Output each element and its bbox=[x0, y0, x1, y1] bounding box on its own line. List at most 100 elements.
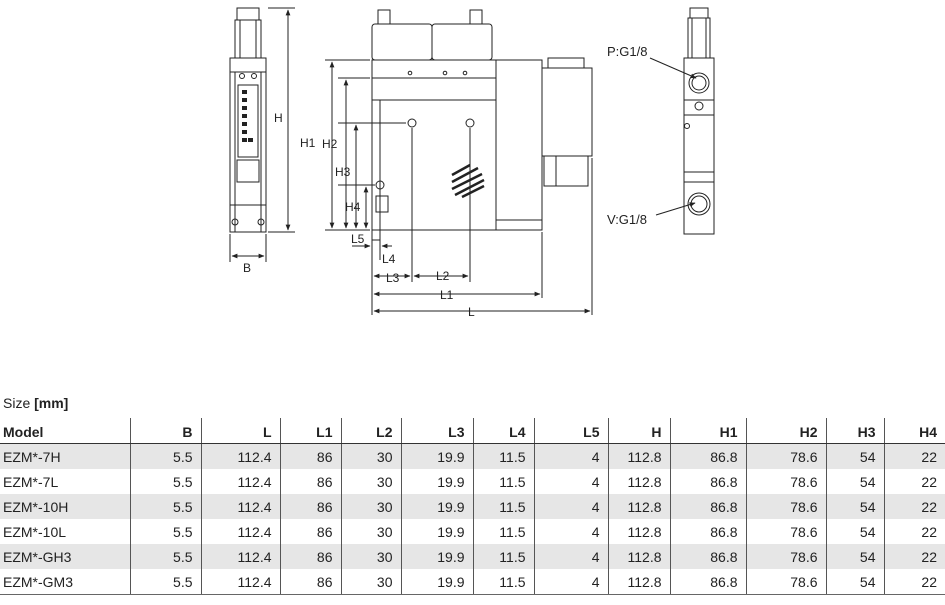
value-cell: 112.8 bbox=[607, 569, 670, 595]
dim-label-l3: L3 bbox=[386, 271, 400, 285]
value-cell: 11.5 bbox=[472, 569, 534, 595]
value-cell: 4 bbox=[533, 519, 608, 544]
value-cell: 19.9 bbox=[400, 469, 473, 494]
value-cell: 11.5 bbox=[472, 494, 534, 519]
value-cell: 86 bbox=[279, 544, 341, 569]
dim-label-l4: L4 bbox=[382, 252, 396, 266]
model-cell: EZM*-GM3 bbox=[0, 569, 130, 595]
model-cell: EZM*-GH3 bbox=[0, 544, 130, 569]
column-header: L1 bbox=[279, 418, 341, 444]
dim-label-b: B bbox=[243, 261, 251, 275]
value-cell: 22 bbox=[883, 544, 945, 569]
value-cell: 11.5 bbox=[472, 443, 534, 469]
model-cell: EZM*-7L bbox=[3, 473, 59, 490]
front-view bbox=[325, 9, 593, 315]
value-cell: 4 bbox=[533, 544, 608, 569]
column-header: B bbox=[129, 418, 201, 444]
value-cell: 112.4 bbox=[200, 443, 280, 469]
value-cell: 4 bbox=[533, 569, 608, 595]
value-cell: 30 bbox=[340, 569, 401, 595]
value-cell: 22 bbox=[883, 469, 945, 494]
value-cell: 112.8 bbox=[607, 469, 670, 494]
value-cell: 54 bbox=[825, 469, 884, 494]
dim-label-l2: L2 bbox=[436, 269, 450, 283]
value-cell: 22 bbox=[883, 494, 945, 519]
column-header: H3 bbox=[825, 418, 884, 444]
value-cell: 86.8 bbox=[669, 544, 746, 569]
value-cell: 5.5 bbox=[129, 443, 201, 469]
port-label-v: V:G1/8 bbox=[607, 212, 647, 227]
value-cell: 5.5 bbox=[129, 469, 201, 494]
value-cell: 112.4 bbox=[200, 569, 280, 595]
value-cell: 30 bbox=[340, 519, 401, 544]
value-cell: 86 bbox=[279, 494, 341, 519]
value-cell: 78.6 bbox=[745, 469, 826, 494]
value-cell: 19.9 bbox=[400, 519, 473, 544]
column-header: H4 bbox=[883, 418, 945, 444]
value-cell: 86 bbox=[279, 569, 341, 595]
value-cell: 54 bbox=[825, 519, 884, 544]
value-cell: 78.6 bbox=[745, 519, 826, 544]
value-cell: 54 bbox=[825, 494, 884, 519]
value-cell: 19.9 bbox=[400, 494, 473, 519]
value-cell: 112.4 bbox=[200, 494, 280, 519]
value-cell: 112.4 bbox=[200, 544, 280, 569]
value-cell: 86.8 bbox=[669, 469, 746, 494]
value-cell: 22 bbox=[883, 569, 945, 595]
size-unit: [mm] bbox=[34, 395, 69, 411]
value-cell: 19.9 bbox=[400, 569, 473, 595]
column-header: L2 bbox=[340, 418, 401, 444]
value-cell: 112.4 bbox=[200, 469, 280, 494]
value-cell: 30 bbox=[340, 469, 401, 494]
dim-label-h1: H1 bbox=[300, 136, 316, 150]
technical-drawing: H B bbox=[229, 7, 715, 319]
value-cell: 11.5 bbox=[472, 469, 534, 494]
model-cell: EZM*-7H bbox=[0, 443, 130, 469]
value-cell: 11.5 bbox=[472, 519, 534, 544]
value-cell: 11.5 bbox=[472, 544, 534, 569]
value-cell: 19.9 bbox=[400, 443, 473, 469]
value-cell: 112.8 bbox=[607, 443, 670, 469]
value-cell: 19.9 bbox=[400, 544, 473, 569]
size-prefix: Size bbox=[3, 395, 35, 411]
value-cell: 22 bbox=[883, 519, 945, 544]
value-cell: 30 bbox=[340, 494, 401, 519]
value-cell: 86 bbox=[279, 519, 341, 544]
column-header: H2 bbox=[745, 418, 826, 444]
value-cell: 86 bbox=[279, 469, 341, 494]
value-cell: 4 bbox=[533, 494, 608, 519]
value-cell: 78.6 bbox=[745, 544, 826, 569]
column-header: L4 bbox=[472, 418, 534, 444]
value-cell: 30 bbox=[340, 544, 401, 569]
column-header: L bbox=[200, 418, 280, 444]
column-header: Model bbox=[0, 418, 130, 444]
value-cell: 22 bbox=[883, 443, 945, 469]
value-cell: 112.8 bbox=[607, 494, 670, 519]
side-view bbox=[229, 7, 295, 262]
size-title: Size [mm] bbox=[3, 395, 68, 411]
dim-label-h: H bbox=[274, 111, 283, 125]
value-cell: 5.5 bbox=[129, 519, 201, 544]
value-cell: 54 bbox=[825, 443, 884, 469]
value-cell: 86.8 bbox=[669, 569, 746, 595]
value-cell: 30 bbox=[340, 443, 401, 469]
value-cell: 112.8 bbox=[607, 519, 670, 544]
value-cell: 5.5 bbox=[129, 569, 201, 595]
column-header: H1 bbox=[669, 418, 746, 444]
value-cell: 86.8 bbox=[669, 494, 746, 519]
value-cell: 78.6 bbox=[745, 494, 826, 519]
column-header: L5 bbox=[533, 418, 608, 444]
dim-label-l5: L5 bbox=[351, 232, 365, 246]
value-cell: 54 bbox=[825, 544, 884, 569]
value-cell: 4 bbox=[533, 443, 608, 469]
dim-label-h4: H4 bbox=[345, 200, 361, 214]
dim-label-l1: L1 bbox=[440, 288, 454, 302]
value-cell: 86 bbox=[279, 443, 341, 469]
